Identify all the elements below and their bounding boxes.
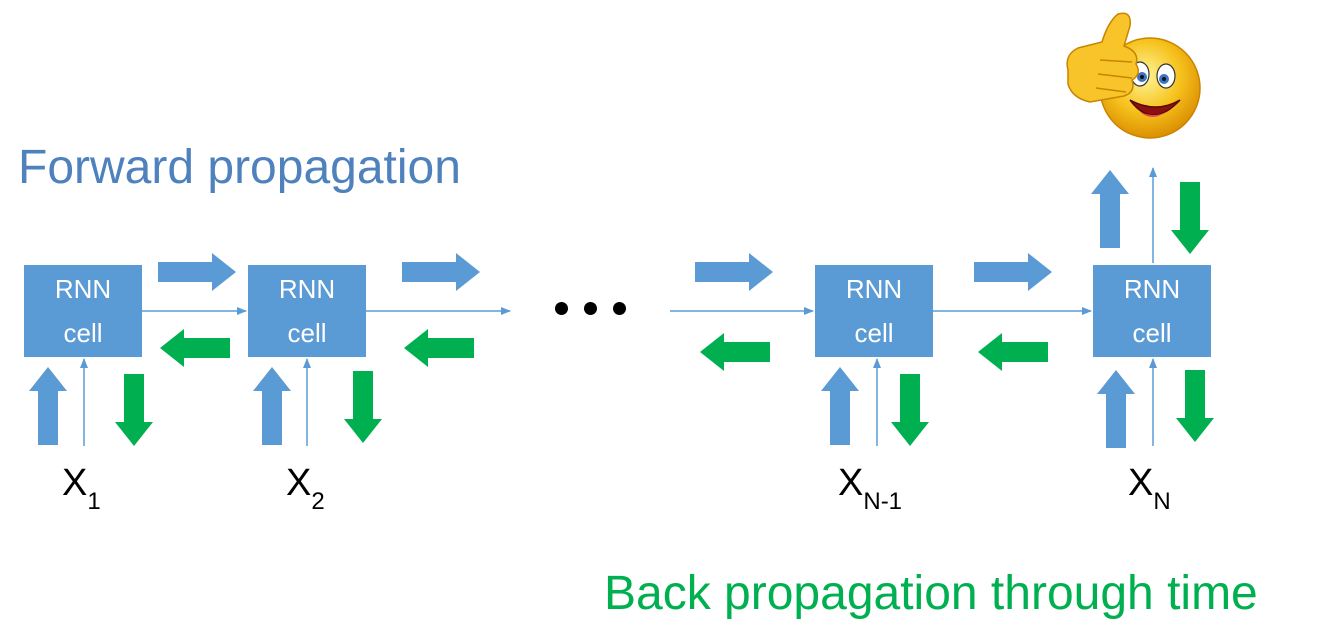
- backward-arrow: [978, 333, 1048, 371]
- rnn-cell-label: cell: [854, 318, 894, 348]
- forward-input-arrow: [253, 367, 291, 445]
- forward-arrow: [402, 253, 480, 291]
- backward-input-arrow: [344, 371, 382, 443]
- rnn-cell-label: RNN: [845, 274, 903, 304]
- backward-arrow: [700, 333, 770, 371]
- rnn-cell-n: RNN cell: [1093, 265, 1211, 357]
- rnn-cell-2: RNN cell: [248, 265, 366, 357]
- rnn-cell-label: RNN: [278, 274, 336, 304]
- ellipsis: [555, 302, 626, 315]
- forward-arrow: [158, 253, 236, 291]
- gradient-arrows: [29, 170, 1214, 448]
- rnn-cell-label: cell: [287, 318, 327, 348]
- rnn-cell-label: cell: [1132, 318, 1172, 348]
- forward-arrow: [974, 253, 1052, 291]
- thumbs-up-smiley-icon: [1066, 12, 1201, 139]
- input-label-x1: X1: [62, 462, 101, 515]
- forward-arrow: [695, 253, 773, 291]
- connector-lines: [80, 167, 1157, 446]
- input-label-xn: XN: [1128, 462, 1171, 515]
- backward-arrow: [404, 329, 474, 367]
- rnn-cell-label: RNN: [54, 274, 112, 304]
- forward-input-arrow: [821, 367, 859, 445]
- backward-input-arrow: [891, 374, 929, 446]
- backward-input-arrow: [115, 374, 153, 446]
- back-propagation-title: Back propagation through time: [604, 567, 1258, 620]
- backward-arrow: [160, 329, 230, 367]
- rnn-cell-1: RNN cell: [24, 265, 142, 357]
- forward-input-arrow: [1097, 370, 1135, 448]
- input-label-xn-1: XN-1: [838, 462, 903, 515]
- rnn-cell-n-1: RNN cell: [815, 265, 933, 357]
- forward-input-arrow: [29, 367, 67, 445]
- rnn-cell-label: RNN: [1123, 274, 1181, 304]
- backward-input-arrow: [1176, 370, 1214, 442]
- forward-propagation-title: Forward propagation: [18, 141, 461, 194]
- rnn-cell-label: cell: [63, 318, 103, 348]
- forward-output-arrow: [1091, 170, 1129, 248]
- input-label-x2: X2: [286, 462, 325, 515]
- backward-output-arrow: [1171, 182, 1209, 254]
